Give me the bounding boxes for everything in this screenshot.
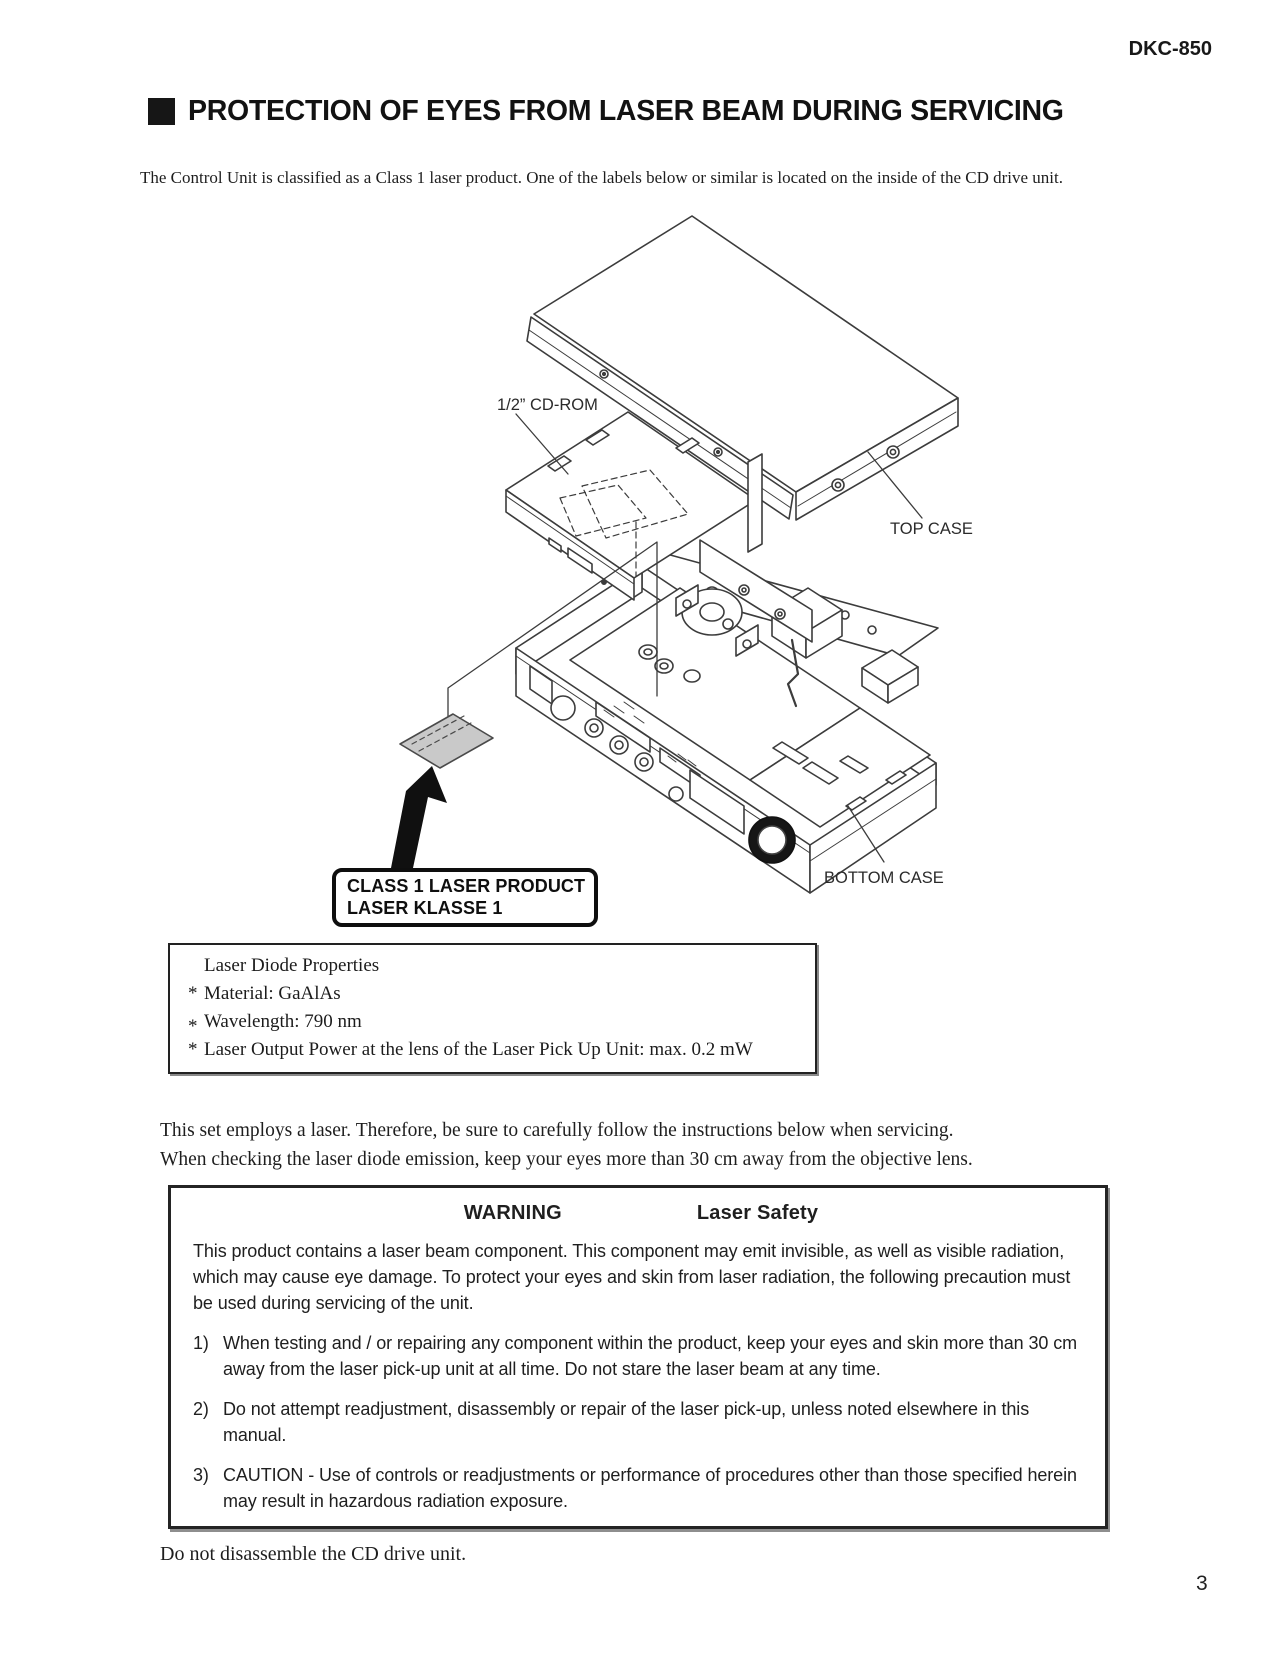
label-bottom-case: BOTTOM CASE [824,869,944,887]
warning-item-1: 1) When testing and / or repairing any c… [193,1333,1077,1379]
exploded-view-diagram [391,215,959,894]
warning-item-2: 2) Do not attempt readjustment, disassem… [193,1399,1030,1445]
laser-notice-line1: This set employs a laser. Therefore, be … [160,1120,954,1141]
laser-notice-line2: When checking the laser diode emission, … [160,1149,973,1170]
properties-heading: Laser Diode Properties [204,955,380,976]
class1-laser-label-box: CLASS 1 LASER PRODUCT LASER KLASSE 1 [332,868,598,927]
footer-note: Do not disassemble the CD drive unit. [160,1543,467,1565]
model-number: DKC-850 [1128,38,1212,60]
label-top-case: TOP CASE [890,520,973,538]
label-cdrom: 1/2” CD-ROM [497,396,598,414]
label-pointer-arrow [391,766,447,868]
properties-wavelength: *Wavelength: 790 nm [188,1011,362,1037]
intro-text: The Control Unit is classified as a Clas… [140,168,1063,187]
bottom-case-drawing [515,565,937,894]
properties-material: *Material: GaAlAs [188,983,341,1004]
warning-item-3: 3) CAUTION - Use of controls or readjust… [193,1465,1077,1511]
warning-box: WARNING Laser Safety This product contai… [168,1185,1108,1529]
title-square-bullet [148,98,175,125]
mounting-plate-drawing [611,549,939,657]
section-title-row: PROTECTION OF EYES FROM LASER BEAM DURIN… [148,95,1064,128]
class1-label-line1: CLASS 1 LASER PRODUCT [347,876,586,896]
leader-lines [515,413,923,863]
warning-heading: WARNING Laser Safety [193,1200,1089,1226]
warning-heading-right: Laser Safety [696,1202,819,1224]
class1-label-line2: LASER KLASSE 1 [347,898,503,918]
warning-heading-left: WARNING [463,1202,562,1224]
properties-output-power: *Laser Output Power at the lens of the L… [188,1039,753,1060]
cdrom-drive-drawing [505,411,813,643]
page-title: PROTECTION OF EYES FROM LASER BEAM DURIN… [188,95,1064,127]
label-locator-line [447,541,658,731]
laser-diode-properties-box: Laser Diode Properties *Material: GaAlAs… [168,943,817,1074]
top-case-drawing [526,215,959,521]
laser-label-sticker [399,713,494,769]
laser-notice: This set employs a laser. Therefore, be … [160,1116,973,1174]
page-number: 3 [1196,1572,1208,1595]
warning-intro: This product contains a laser beam compo… [193,1241,1071,1313]
